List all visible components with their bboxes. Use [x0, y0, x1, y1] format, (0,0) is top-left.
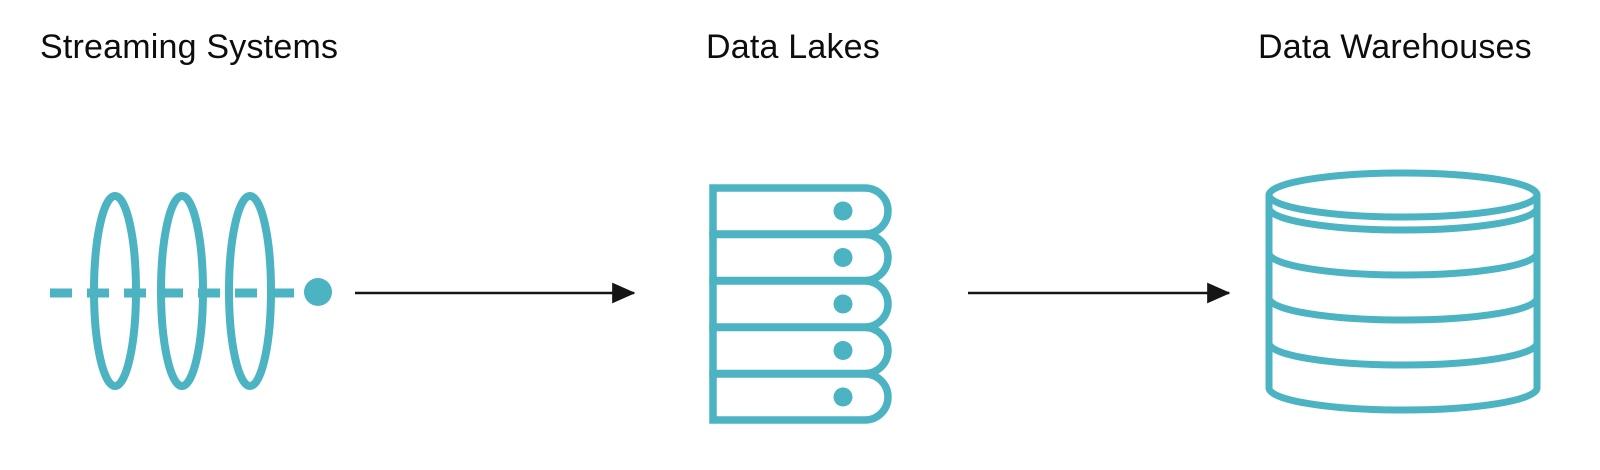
database-cylinder-icon [1265, 169, 1541, 414]
server-rack-unit-3 [709, 277, 892, 331]
streaming-pipeline-icon [50, 192, 332, 390]
stream-window-ellipse-1 [90, 192, 140, 390]
cylinder-band-divider-3 [1265, 294, 1541, 324]
stream-window-ellipse-3 [225, 192, 275, 390]
cylinder-band-divider-2 [1265, 249, 1541, 279]
server-rack-unit-5 [709, 370, 892, 424]
stage-label-streaming-systems: Streaming Systems [40, 28, 339, 66]
server-indicator-dot-1 [833, 201, 853, 221]
server-indicator-dot-4 [833, 341, 853, 360]
cylinder-bottom-arc [1265, 384, 1541, 414]
cylinder-band-divider-4 [1265, 339, 1541, 369]
server-rack-unit-1 [709, 184, 892, 238]
cylinder-band-divider-1 [1265, 204, 1541, 234]
server-indicator-dot-5 [833, 387, 853, 407]
server-stack-icon [709, 184, 892, 424]
stage-label-data-lakes: Data Lakes [706, 28, 880, 66]
server-indicator-dot-2 [833, 248, 853, 267]
server-rack-unit-4 [709, 323, 892, 378]
server-indicator-dot-3 [833, 294, 853, 314]
stage-label-data-warehouses: Data Warehouses [1258, 28, 1532, 66]
stream-event-dot [304, 278, 332, 306]
server-rack-unit-2 [709, 230, 892, 285]
stream-window-ellipse-2 [157, 192, 207, 390]
cylinder-top-ellipse [1265, 169, 1541, 221]
